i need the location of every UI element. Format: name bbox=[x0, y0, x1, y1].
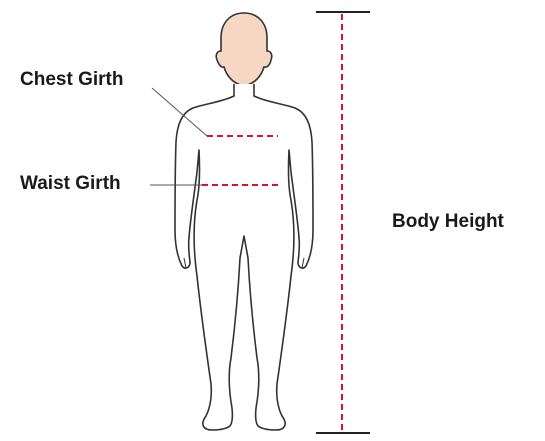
chest-girth-label: Chest Girth bbox=[20, 70, 123, 89]
waist-girth-label: Waist Girth bbox=[20, 174, 121, 193]
body-outline bbox=[175, 84, 313, 430]
body-height-label: Body Height bbox=[392, 212, 504, 231]
head bbox=[216, 13, 272, 86]
